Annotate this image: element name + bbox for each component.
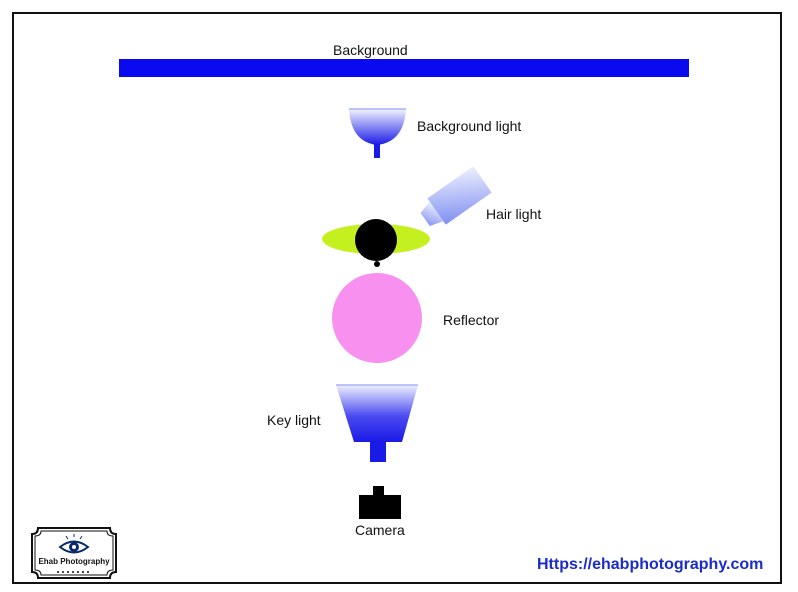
- camera-icon: [359, 486, 401, 519]
- hair-light-label: Hair light: [486, 206, 542, 222]
- reflector-label: Reflector: [443, 312, 500, 328]
- reflector-disc: [332, 273, 422, 363]
- key-light-icon: [336, 384, 418, 462]
- logo-eye-icon: [58, 534, 90, 554]
- diagram-frame: [12, 12, 782, 584]
- logo-text: Ehab Photography: [38, 557, 110, 566]
- subject-head-icon: [355, 219, 397, 261]
- key-light-label: Key light: [267, 412, 321, 428]
- background-bar: [119, 59, 689, 77]
- logo-stars: [57, 571, 89, 573]
- subject-nose: [374, 261, 380, 267]
- background-light-icon: [349, 108, 406, 158]
- background-label: Background: [333, 42, 408, 58]
- background-light-label: Background light: [417, 118, 522, 134]
- camera-label: Camera: [355, 522, 405, 538]
- website-url-link[interactable]: Https://ehabphotography.com: [537, 556, 764, 573]
- hair-light-icon: [420, 166, 492, 227]
